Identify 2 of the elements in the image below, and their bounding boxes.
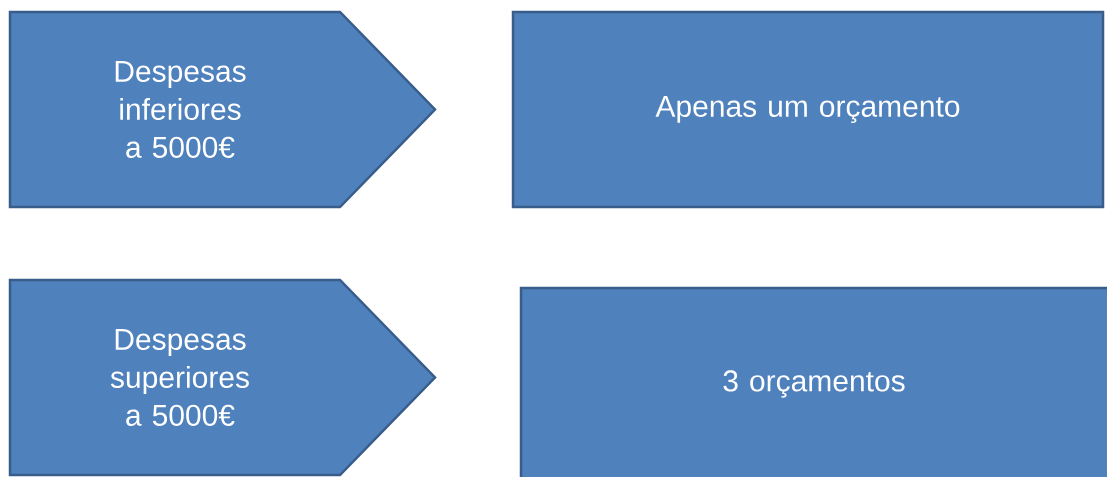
process-box: Apenas um orçamento (511, 10, 1105, 209)
process-box: 3 orçamentos (519, 286, 1107, 477)
